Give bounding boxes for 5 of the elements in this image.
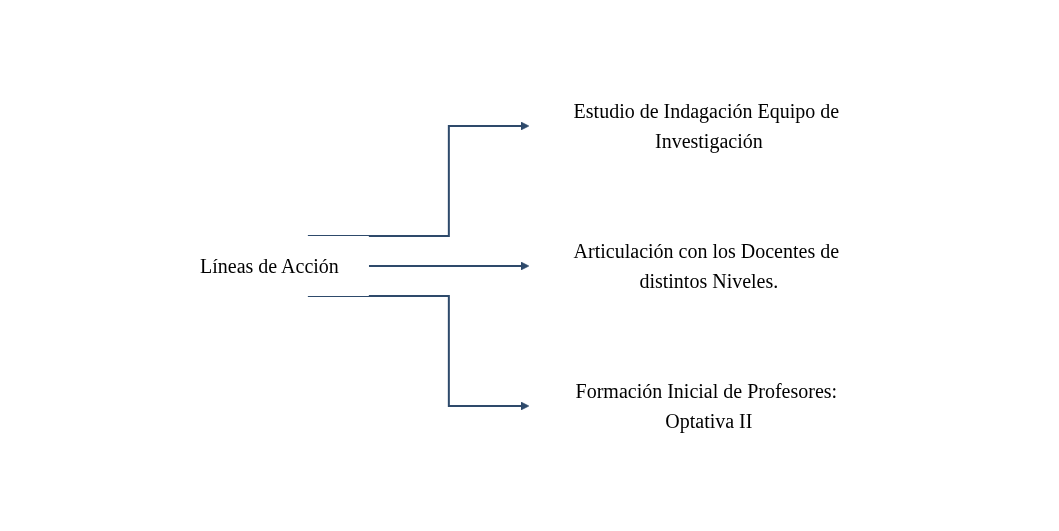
arrow	[306, 294, 530, 410]
node-text: Formación Inicial de Profesores: Optativa II	[575, 379, 838, 432]
node-text: Articulación con los Docentes de distintos Niveles.	[573, 239, 840, 292]
node-text: Estudio de Indagación Equipo de Investigación	[573, 99, 840, 152]
arrow	[367, 261, 530, 270]
